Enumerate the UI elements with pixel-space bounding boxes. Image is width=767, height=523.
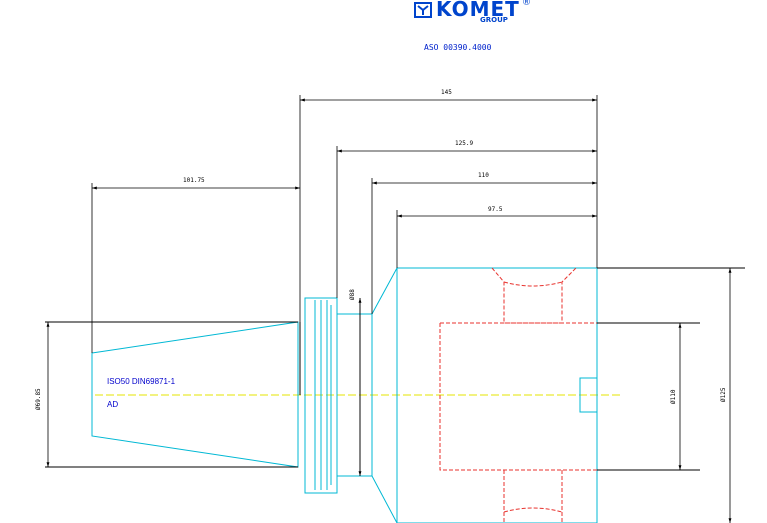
- form-label: AD: [107, 400, 118, 409]
- dim-length-2: 125.9: [455, 140, 473, 147]
- dim-taper-length: 101.75: [183, 177, 205, 184]
- logo-mark-icon: [414, 2, 432, 18]
- logo-group: GROUP: [480, 16, 508, 24]
- section-lines: [45, 267, 745, 471]
- dim-bore-diameter: Ø110: [670, 389, 677, 404]
- dim-outer-diameter: Ø125: [720, 387, 727, 402]
- hidden-bore: [439, 267, 597, 523]
- interface-label: ISO50 DIN69871-1: [107, 377, 176, 386]
- part-number: ASO 00390.4000: [424, 43, 492, 52]
- dim-flange-diameter: Ø88: [349, 289, 356, 300]
- dimension-lines: [46, 98, 732, 523]
- logo-registered: ®: [522, 0, 531, 8]
- komet-logo: [414, 0, 534, 30]
- dim-length-3: 110: [478, 172, 489, 179]
- dim-length-4: 97.5: [488, 206, 503, 213]
- dim-overall-length: 145: [441, 89, 452, 96]
- logo-text: KOMET: [436, 0, 520, 21]
- dim-taper-diameter: Ø69.85: [35, 388, 42, 410]
- extension-lines: [91, 95, 598, 476]
- flange-outline: [304, 267, 598, 523]
